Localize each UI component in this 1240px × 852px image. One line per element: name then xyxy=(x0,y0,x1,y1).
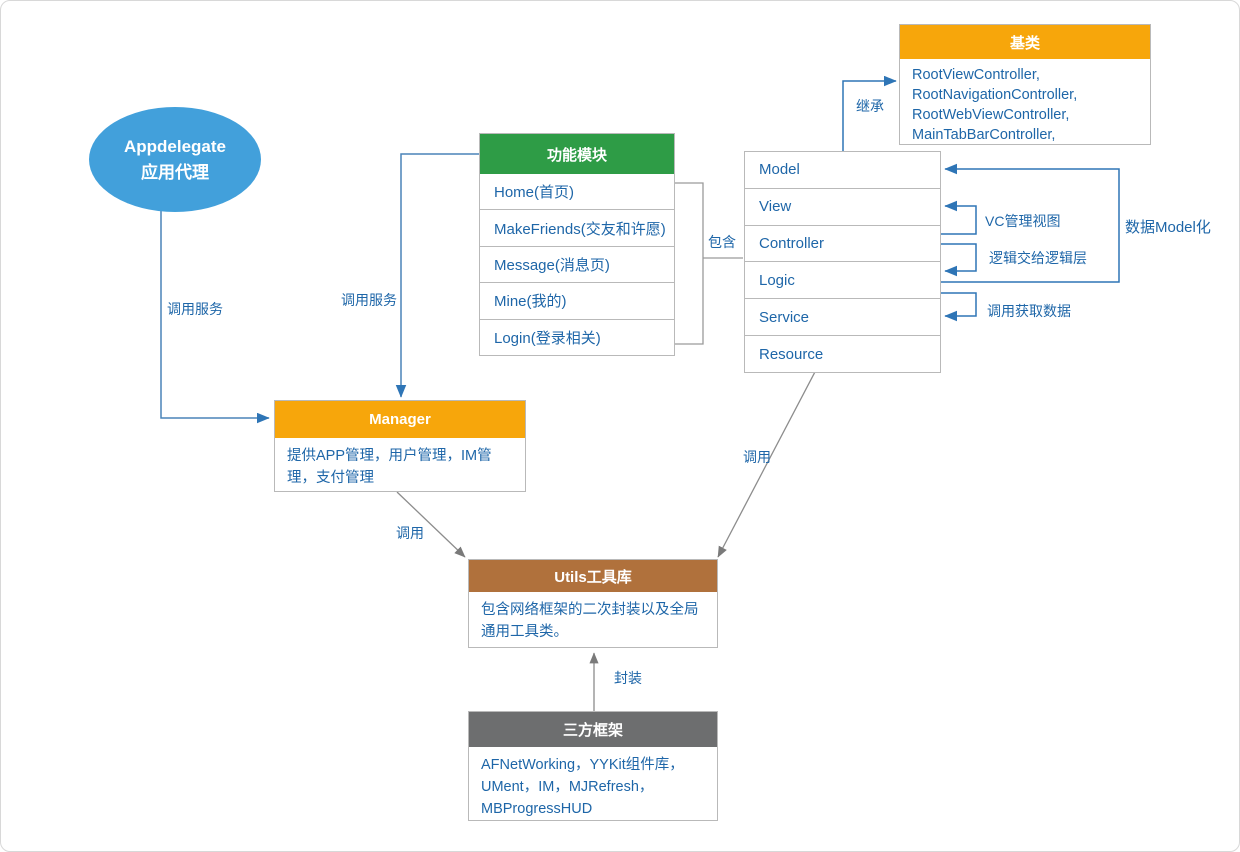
mvc-rows: Model View Controller Logic Service Reso… xyxy=(745,152,940,372)
label-vc-manage-view: VC管理视图 xyxy=(985,213,1061,229)
feature-row-message[interactable]: Message(消息页) xyxy=(480,247,674,284)
label-contain: 包含 xyxy=(708,234,736,250)
mvc-row-view[interactable]: View xyxy=(745,189,940,226)
base-class-line-3: RootWebViewController, xyxy=(912,107,1070,123)
base-class-line-4: MainTabBarController, xyxy=(912,127,1056,143)
base-class-line-2: RootNavigationController, xyxy=(912,87,1078,103)
base-class-title: 基类 xyxy=(900,25,1150,59)
label-wrap: 封装 xyxy=(614,670,642,686)
mvc-row-logic[interactable]: Logic xyxy=(745,262,940,300)
label-call-service-left: 调用服务 xyxy=(167,301,223,317)
manager-body: 提供APP管理，用户管理，IM管理，支付管理 xyxy=(287,448,492,486)
feature-row-makefriends[interactable]: MakeFriends(交友和许愿) xyxy=(480,210,674,247)
label-fetch-data: 调用获取数据 xyxy=(987,303,1071,319)
mvc-row-resource[interactable]: Resource xyxy=(759,345,824,363)
node-manager[interactable]: Manager 提供APP管理，用户管理，IM管理，支付管理 xyxy=(274,400,526,492)
feature-row-home[interactable]: Home(首页) xyxy=(480,174,674,211)
base-class-line-1: RootViewController, xyxy=(912,67,1040,83)
mvc-row-model[interactable]: Model xyxy=(745,152,940,189)
edge-data-to-model xyxy=(941,163,1120,283)
label-call-service-right: 调用服务 xyxy=(341,292,397,308)
label-call-manager: 调用 xyxy=(396,525,424,541)
edge-logic-layer xyxy=(941,243,977,277)
appdelegate-label-cn: 应用代理 xyxy=(141,162,209,182)
label-data-to-model: 数据Model化 xyxy=(1125,219,1211,236)
label-call-service-diag: 调用 xyxy=(743,449,771,465)
node-feature-module[interactable]: 功能模块 Home(首页) MakeFriends(交友和许愿) Message… xyxy=(479,133,675,356)
edge-fetch-data xyxy=(941,292,977,322)
edge-vc-manage-view xyxy=(941,200,977,235)
mvc-row-controller[interactable]: Controller xyxy=(745,226,940,263)
third-party-body: AFNetWorking，YYKit组件库，UMent，IM，MJRefresh… xyxy=(481,757,684,817)
manager-title: Manager xyxy=(275,401,525,438)
edge-manager-utils xyxy=(396,491,466,558)
mvc-row-service[interactable]: Service xyxy=(745,299,940,337)
edge-feature-manager xyxy=(395,153,479,398)
edge-contain-bracket xyxy=(675,182,704,345)
feature-module-rows: Home(首页) MakeFriends(交友和许愿) Message(消息页)… xyxy=(480,174,674,355)
third-party-title: 三方框架 xyxy=(469,712,717,747)
node-mvc-list[interactable]: Model View Controller Logic Service Reso… xyxy=(744,151,941,373)
node-third-party[interactable]: 三方框架 AFNetWorking，YYKit组件库，UMent，IM，MJRe… xyxy=(468,711,718,821)
feature-row-login[interactable]: Login(登录相关) xyxy=(494,329,601,347)
utils-body: 包含网络框架的二次封装以及全局通用工具类。 xyxy=(481,602,699,640)
node-base-class[interactable]: 基类 RootViewController, RootNavigationCon… xyxy=(899,24,1151,145)
utils-title: Utils工具库 xyxy=(469,560,717,592)
feature-module-title: 功能模块 xyxy=(480,134,674,174)
edge-appdelegate-manager xyxy=(160,210,270,424)
appdelegate-label-en: Appdelegate xyxy=(123,137,227,156)
node-appdelegate[interactable]: Appdelegate 应用代理 xyxy=(89,107,261,212)
label-inherit: 继承 xyxy=(856,98,884,114)
node-utils[interactable]: Utils工具库 包含网络框架的二次封装以及全局通用工具类。 xyxy=(468,559,718,648)
label-logic-layer: 逻辑交给逻辑层 xyxy=(989,250,1087,266)
feature-row-mine[interactable]: Mine(我的) xyxy=(480,283,674,320)
